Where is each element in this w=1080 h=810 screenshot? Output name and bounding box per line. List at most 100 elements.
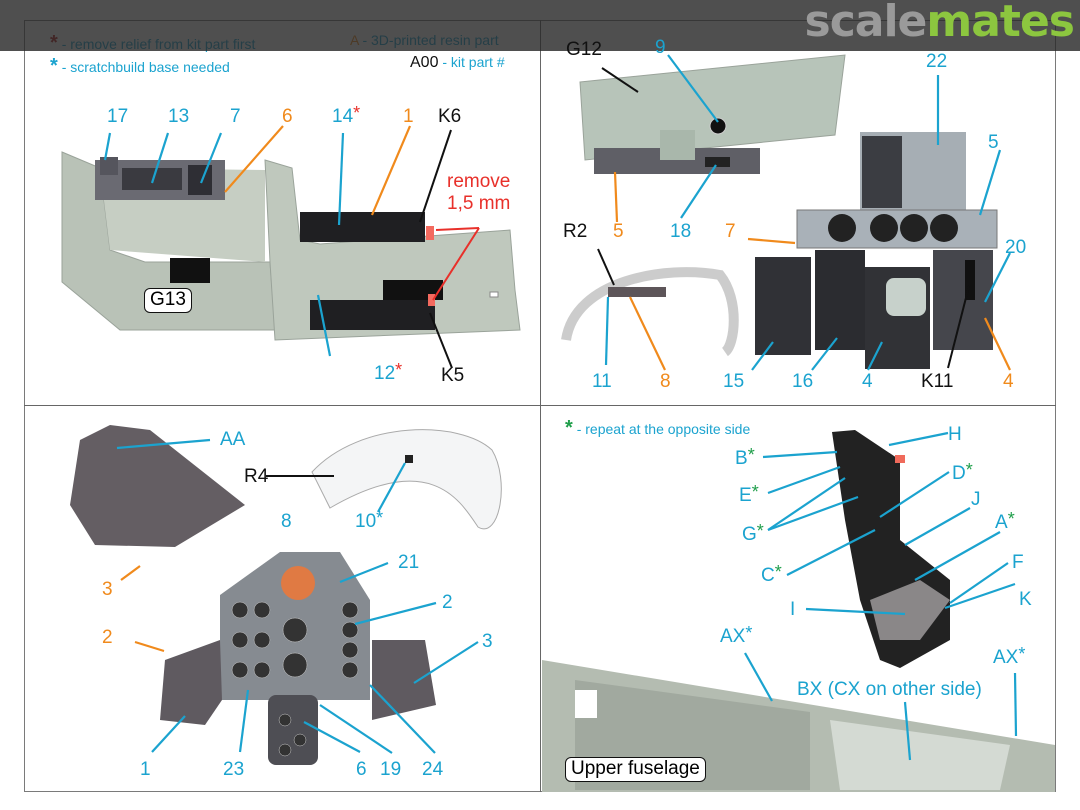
callout-1: 1 xyxy=(403,106,414,127)
scratch-star-icon: * xyxy=(376,508,384,528)
callout-10-number: 10 xyxy=(355,511,377,532)
callout-e: E* xyxy=(739,483,759,506)
legend-resin-text: - 3D-printed resin part xyxy=(362,32,499,48)
callout-ax-right: AX* xyxy=(993,645,1025,668)
callout-aa: AA xyxy=(220,429,246,450)
callout-g-letter: G xyxy=(742,524,757,545)
legend-repeat-text: - repeat at the opposite side xyxy=(576,421,751,437)
callout-d-letter: D xyxy=(952,463,966,484)
legend-scratch-text: - scratchbuild base needed xyxy=(61,59,230,75)
callout-8: 8 xyxy=(660,371,671,392)
repeat-star-icon: * xyxy=(565,417,573,439)
callout-r4: R4 xyxy=(244,466,269,487)
callout-14: 14* xyxy=(332,104,360,127)
callout-11: 11 xyxy=(592,371,612,392)
legend-relief-text: - remove relief from kit part first xyxy=(61,36,256,52)
callout-19: 19 xyxy=(380,759,402,780)
callout-2-right: 2 xyxy=(442,592,453,613)
callout-e-letter: E xyxy=(739,485,752,506)
relief-star-icon: * xyxy=(353,103,361,123)
callout-5-right: 5 xyxy=(988,132,999,153)
callout-10: 10* xyxy=(355,509,383,532)
callout-14-number: 14 xyxy=(332,106,354,127)
callout-a: A* xyxy=(995,510,1015,533)
callout-22: 22 xyxy=(926,51,948,72)
scratch-star-icon: * xyxy=(745,623,753,643)
callout-ax-left: AX* xyxy=(720,624,752,647)
callout-7: 7 xyxy=(725,221,736,242)
legend-kitpart: A00 - kit part # xyxy=(410,54,505,72)
callout-g: G* xyxy=(742,522,764,545)
callout-7: 7 xyxy=(230,106,241,127)
callout-c: C* xyxy=(761,563,782,586)
scratch-star-icon: * xyxy=(1018,644,1026,664)
relief-star-icon: * xyxy=(395,360,403,380)
callout-24: 24 xyxy=(422,759,444,780)
vertical-divider xyxy=(540,20,541,792)
callout-ax-right-letters: AX xyxy=(993,647,1019,668)
kit-part-box-upper-fuselage: Upper fuselage xyxy=(565,757,706,782)
callout-16: 16 xyxy=(792,371,814,392)
legend-kitpart-symbol: A00 xyxy=(410,54,439,71)
callout-2-left: 2 xyxy=(102,627,113,648)
callout-4-center: 4 xyxy=(862,371,873,392)
callout-h: H xyxy=(948,424,962,445)
callout-ax-left-letters: AX xyxy=(720,626,746,647)
callout-k6: K6 xyxy=(438,106,462,127)
callout-23: 23 xyxy=(223,759,245,780)
callout-b: B* xyxy=(735,446,755,469)
callout-k11: K11 xyxy=(921,371,954,392)
callout-20: 20 xyxy=(1005,237,1027,258)
kit-part-box-g13: G13 xyxy=(144,288,192,313)
callout-13: 13 xyxy=(168,106,190,127)
callout-6: 6 xyxy=(356,759,367,780)
callout-d: D* xyxy=(952,461,973,484)
callout-j: J xyxy=(971,489,981,510)
callout-i: I xyxy=(790,599,796,620)
callout-8: 8 xyxy=(281,511,292,532)
callout-k: K xyxy=(1019,589,1032,610)
relief-star-icon: * xyxy=(50,32,58,54)
callout-17: 17 xyxy=(107,106,129,127)
callout-18: 18 xyxy=(670,221,692,242)
legend-resin-symbol: A xyxy=(350,32,359,48)
horizontal-divider xyxy=(24,405,1056,406)
repeat-star-icon: * xyxy=(747,445,755,465)
callout-r2: R2 xyxy=(563,221,588,242)
callout-15: 15 xyxy=(723,371,745,392)
callout-f: F xyxy=(1012,552,1024,573)
brand-logo-part1: scale xyxy=(804,0,928,47)
legend-scratch: * - scratchbuild base needed xyxy=(50,55,230,78)
callout-12: 12* xyxy=(374,361,402,384)
scratch-star-icon: * xyxy=(50,55,58,77)
repeat-star-icon: * xyxy=(1007,509,1015,529)
callout-3-shroud: 3 xyxy=(102,579,113,600)
legend-relief: * - remove relief from kit part first xyxy=(50,32,255,55)
callout-4-right: 4 xyxy=(1003,371,1014,392)
brand-logo: scalemates xyxy=(805,0,1075,47)
callout-5-left: 5 xyxy=(613,221,624,242)
callout-c-letter: C xyxy=(761,565,775,586)
callout-k5: K5 xyxy=(441,365,465,386)
callout-a-letter: A xyxy=(995,512,1008,533)
repeat-star-icon: * xyxy=(756,521,764,541)
callout-12-number: 12 xyxy=(374,363,396,384)
callout-9: 9 xyxy=(655,37,666,58)
brand-logo-part2: mates xyxy=(926,0,1075,47)
legend-repeat: * - repeat at the opposite side xyxy=(565,417,750,440)
legend-resin: A - 3D-printed resin part xyxy=(350,32,499,48)
removal-note-line2: 1,5 mm xyxy=(447,192,511,214)
callout-b-letter: B xyxy=(735,448,748,469)
legend-kitpart-text: - kit part # xyxy=(442,54,505,70)
repeat-star-icon: * xyxy=(774,562,782,582)
repeat-star-icon: * xyxy=(751,482,759,502)
callout-3-right: 3 xyxy=(482,631,493,652)
callout-6: 6 xyxy=(282,106,293,127)
repeat-star-icon: * xyxy=(965,460,973,480)
callout-g12: G12 xyxy=(566,39,602,60)
callout-bx: BX (CX on other side) xyxy=(797,679,982,700)
callout-21: 21 xyxy=(398,552,420,573)
removal-note-line1: remove xyxy=(447,171,511,192)
removal-note: remove 1,5 mm xyxy=(447,171,510,215)
callout-1: 1 xyxy=(140,759,151,780)
